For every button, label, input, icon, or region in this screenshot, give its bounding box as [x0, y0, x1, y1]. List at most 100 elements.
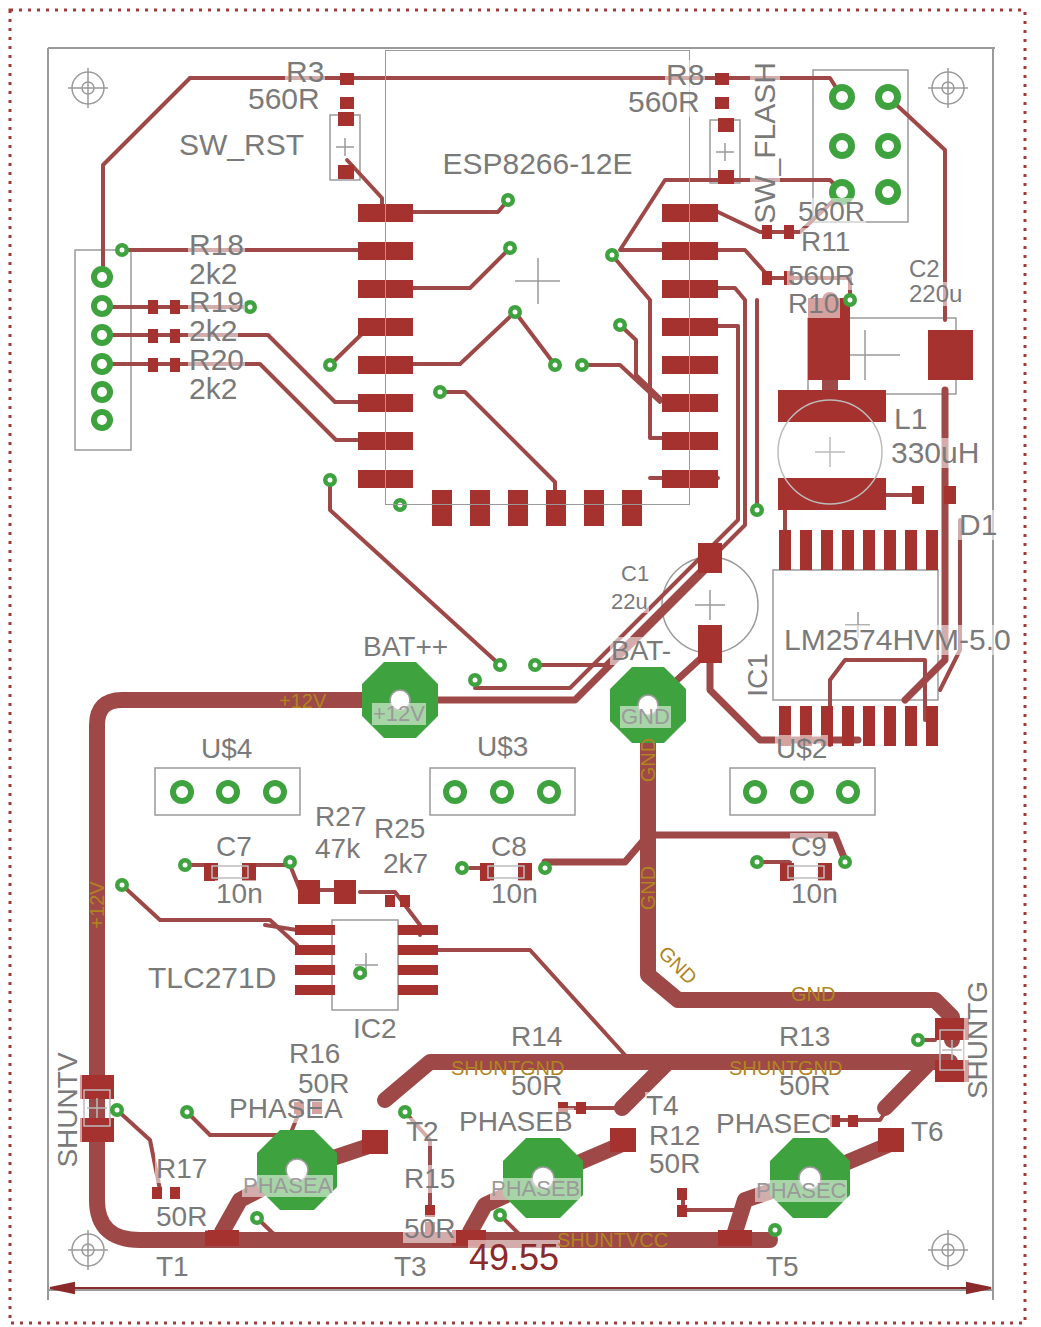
- pcb-shape: [170, 1187, 180, 1199]
- silk-label: SW_FLASH: [750, 61, 780, 225]
- pcb-shape: [148, 300, 158, 314]
- silk-label: 50R: [403, 1215, 456, 1243]
- pcb-shape: [695, 590, 725, 620]
- pcb-shape: [91, 295, 113, 317]
- pcb-shape: [269, 786, 281, 798]
- silk-label: U$2: [775, 735, 828, 763]
- pcb-shape: [884, 706, 896, 746]
- pcb-shape: [875, 133, 901, 159]
- pcb-shape: [334, 880, 356, 904]
- pcb-shape: [610, 253, 615, 258]
- pcb-shape: [115, 198, 921, 1233]
- pcb-shape: [323, 358, 337, 372]
- pcb-shape: [122, 885, 297, 945]
- pcb-shape: [178, 858, 192, 872]
- pcb-shape: [10, 10, 1025, 1323]
- pcb-shape: [338, 112, 354, 126]
- silk-label: PHASEB: [458, 1108, 574, 1136]
- pcb-shape: [295, 925, 335, 935]
- silk-label: R16: [288, 1040, 341, 1068]
- pcb-shape: [878, 1128, 904, 1152]
- pcb-shape: [501, 193, 515, 207]
- pcb-shape: [662, 280, 718, 298]
- pcb-shape: [170, 300, 180, 314]
- pcb-shape: [513, 310, 518, 315]
- pcb-shape: [362, 662, 438, 738]
- pcb-shape: [612, 255, 662, 438]
- pcb-shape: [295, 985, 335, 995]
- silk-label: R13: [778, 1023, 831, 1051]
- silk-label: R19: [188, 287, 245, 317]
- net-label: GND: [638, 865, 658, 911]
- pcb-shape: [340, 97, 354, 109]
- pcb-shape: [393, 498, 407, 512]
- pcb-shape: [323, 473, 337, 487]
- pcb-shape: [718, 170, 734, 184]
- pcb-shape: [843, 860, 848, 865]
- pcb-shape: [468, 673, 482, 687]
- pcb-shape: [698, 543, 722, 573]
- pcb-shape: [677, 1205, 687, 1217]
- silk-label: T6: [910, 1118, 945, 1146]
- pcb-shape: [438, 950, 625, 1055]
- pcb-shape: [243, 300, 257, 314]
- pcb-shape: [358, 971, 363, 976]
- silk-label: C7: [215, 833, 253, 861]
- pcb-shape: [790, 780, 814, 804]
- silk-label: C8: [490, 833, 528, 861]
- pcb-shape: [553, 363, 558, 368]
- pcb-shape: [622, 490, 642, 526]
- silk-label: R8: [665, 60, 705, 90]
- pcb-shape: [815, 437, 845, 467]
- pcb-shape: [362, 1130, 388, 1154]
- silk-label: BAT++: [362, 633, 449, 661]
- pcb-shape: [288, 860, 293, 865]
- pcb-shape: [52, 1287, 990, 1289]
- silk-label: C2: [908, 257, 941, 281]
- pcb-shape: [882, 186, 894, 198]
- pcb-shape: [796, 786, 808, 798]
- silk-label: T2: [405, 1118, 440, 1146]
- silk-label: C9: [790, 833, 828, 861]
- silk-label: 2k7: [382, 850, 429, 878]
- pcb-shape: [490, 780, 514, 804]
- pcb-shape: [91, 324, 113, 346]
- pcb-shape: [605, 248, 619, 262]
- pcb-shape: [338, 165, 354, 179]
- pcb-shape: [97, 415, 107, 425]
- net-label: SHUNTGND: [450, 1058, 565, 1078]
- pcb-shape: [97, 301, 107, 311]
- pcb-shape: [328, 363, 333, 368]
- pcb-shape: [905, 706, 917, 746]
- pcb-shape: [295, 965, 335, 975]
- silk-label: 560R: [247, 84, 321, 114]
- silk-label: R10: [787, 290, 840, 318]
- pcb-shape: [80, 1075, 114, 1099]
- pad-label: PHASEC: [755, 1180, 847, 1202]
- pcb-shape: [838, 855, 852, 869]
- pcb-shape: [102, 78, 960, 1240]
- silk-label: IC2: [352, 1015, 398, 1043]
- pcb-shape: [508, 246, 513, 251]
- pcb-shape: [842, 786, 854, 798]
- silk-label: SHUNTV: [54, 1051, 82, 1168]
- pcb-shape: [449, 786, 461, 798]
- pcb-shape: [715, 97, 729, 109]
- pcb-shape: [848, 298, 853, 303]
- pcb-shape: [398, 945, 438, 955]
- silk-label: 330uH: [890, 438, 980, 468]
- pcb-shape: [916, 1038, 921, 1043]
- pcb-shape: [75, 70, 956, 1010]
- pcb-shape: [115, 243, 129, 257]
- pcb-shape: [648, 705, 952, 1040]
- pcb-shape: [398, 503, 403, 508]
- pcb-shape: [662, 318, 718, 336]
- pcb-shape: [830, 660, 925, 745]
- pcb-shape: [295, 945, 335, 955]
- pcb-shape: [940, 520, 960, 690]
- pcb-shape: [863, 706, 875, 746]
- pcb-shape: [613, 318, 627, 332]
- silk-label: T5: [765, 1253, 800, 1281]
- pcb-shape: [205, 1230, 239, 1246]
- pcb-shape: [584, 490, 604, 526]
